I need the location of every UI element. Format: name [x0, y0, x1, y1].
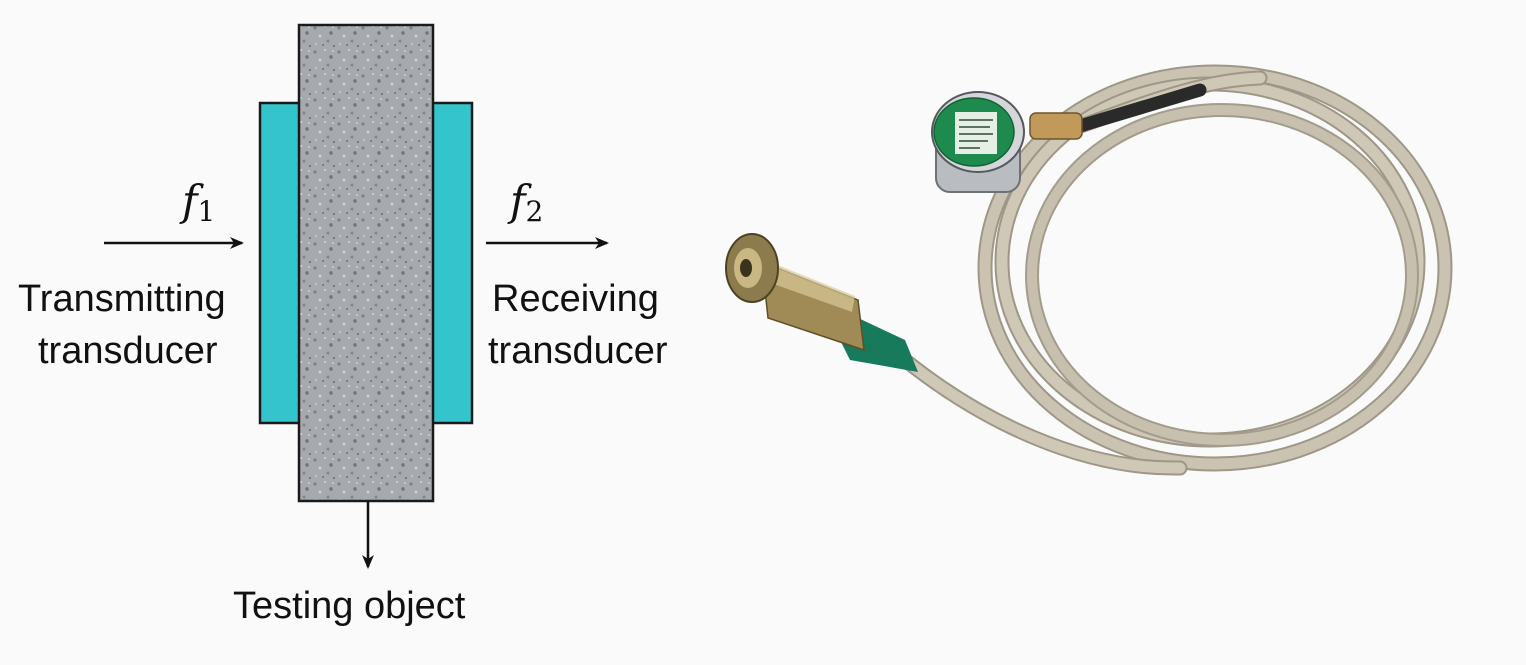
cable-connector [725, 233, 918, 372]
transducer-photo [725, 64, 1453, 476]
transmitting-label-line2: transducer [38, 330, 218, 372]
testing-object [297, 23, 435, 503]
receiving-label-line1: Receiving [492, 278, 659, 320]
sensor-head [931, 91, 1083, 193]
receiving-label-line2: transducer [488, 330, 668, 372]
input-signal-label: f1 [182, 176, 216, 228]
testing-object-label: Testing object [233, 585, 466, 627]
transmitting-transducer [258, 101, 302, 425]
receiving-transducer [430, 101, 474, 425]
output-signal-label: f2 [510, 176, 544, 228]
transmitting-label-line1: Transmitting [18, 278, 226, 320]
